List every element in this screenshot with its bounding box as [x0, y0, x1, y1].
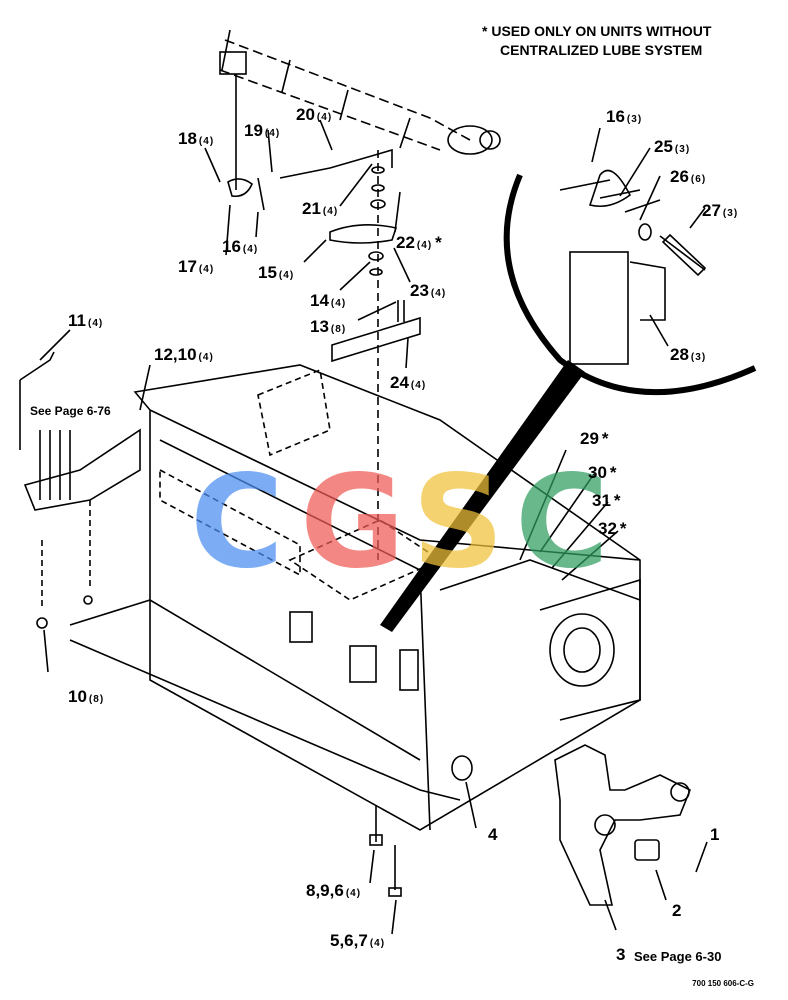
- callout-14: 14(4): [310, 291, 347, 310]
- callout-25: 25(3): [654, 137, 691, 156]
- callout-8-9-6: 8,9,6(4): [306, 881, 362, 900]
- callout-29: 29*: [580, 429, 609, 448]
- callout-12-10: 12,10(4): [154, 345, 214, 364]
- watermark-letter-c1: C: [190, 448, 284, 597]
- callout-11: 11(4): [68, 311, 104, 330]
- callout-18: 18(4): [178, 129, 215, 148]
- callout-5-6-7: 5,6,7(4): [330, 931, 386, 950]
- callout-4: 4: [488, 825, 498, 844]
- usage-note-line1: * USED ONLY ON UNITS WITHOUT: [482, 23, 712, 39]
- usage-note: * USED ONLY ON UNITS WITHOUT CENTRALIZED…: [482, 22, 711, 60]
- usage-note-line2: CENTRALIZED LUBE SYSTEM: [500, 42, 703, 58]
- callout-15: 15(4): [258, 263, 295, 282]
- watermark-letter-g: G: [300, 448, 406, 597]
- callout-21: 21(4): [302, 199, 339, 218]
- callout-26: 26(6): [670, 167, 707, 186]
- callout-24: 24(4): [390, 373, 427, 392]
- callout-16-3: 16(3): [606, 107, 643, 126]
- callout-13: 13(8): [310, 317, 347, 336]
- callout-20: 20(4): [296, 105, 333, 124]
- see-page-6-76[interactable]: See Page 6-76: [30, 404, 111, 418]
- callout-30: 30*: [588, 463, 617, 482]
- callout-28: 28(3): [670, 345, 707, 364]
- callout-27: 27(3): [702, 201, 739, 220]
- callout-32: 32*: [598, 519, 627, 538]
- watermark-letter-s: S: [412, 448, 505, 597]
- drawing-number: 700 150 606-C-G: [692, 979, 754, 988]
- callout-22: 22(4)*: [396, 233, 442, 252]
- callout-3: 3: [616, 945, 626, 964]
- callout-16-4: 16(4): [222, 237, 259, 256]
- watermark-letter-c2: C: [515, 448, 609, 597]
- see-page-6-30[interactable]: See Page 6-30: [634, 949, 722, 964]
- inset-pointer-wedge: [380, 360, 585, 632]
- callout-19: 19(4): [244, 121, 281, 140]
- callout-17: 17(4): [178, 257, 215, 276]
- callout-10: 10(8): [68, 687, 105, 706]
- callout-31: 31*: [592, 491, 621, 510]
- callout-2: 2: [672, 901, 682, 920]
- callout-23: 23(4): [410, 281, 447, 300]
- callout-1: 1: [710, 825, 720, 844]
